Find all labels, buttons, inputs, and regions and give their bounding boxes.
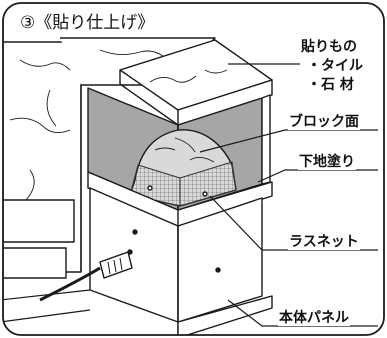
block-surface-label: ブロック面 (288, 114, 360, 130)
stone-label: ・石 材 (306, 77, 355, 93)
body-panel-label: 本体パネル (278, 310, 350, 326)
diagram-title: ③《貼り仕上げ》 (18, 13, 157, 33)
frame-border (2, 2, 385, 336)
cable-connector (99, 251, 133, 279)
leader-lines (199, 63, 378, 327)
stone-texture-lines (9, 59, 71, 235)
lath-net-label: ラスネット (288, 234, 360, 250)
tile-label: ・タイル (306, 58, 364, 74)
facing-label: 貼りもの (300, 39, 358, 55)
base-coat-label: 下地塗り (298, 154, 356, 170)
